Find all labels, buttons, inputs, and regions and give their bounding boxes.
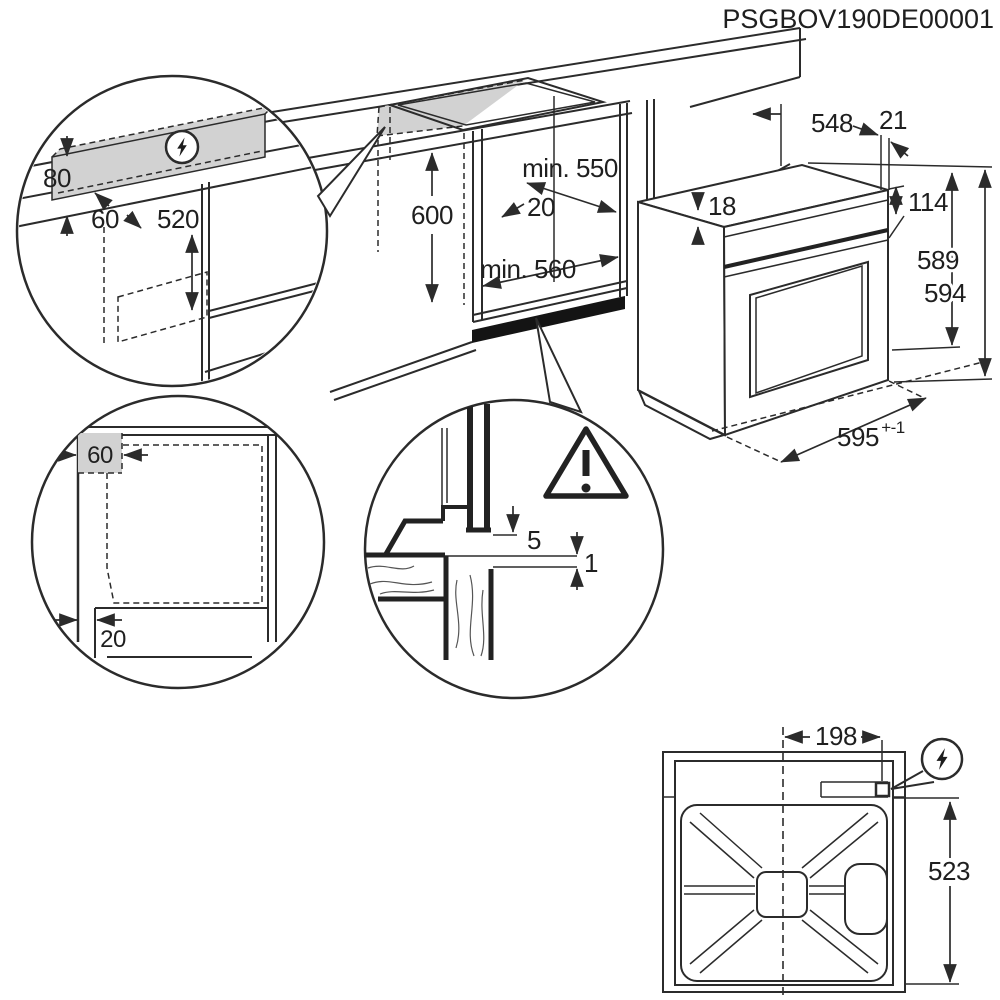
- dim-label-zone-height-above-base: 520: [157, 204, 199, 234]
- dim-label-side-gap: 20: [527, 192, 555, 222]
- detail-side-content: 60 20: [50, 426, 281, 658]
- dim-zone-height-above-base: 520: [157, 204, 199, 311]
- dim-label-total-height: 594: [924, 278, 966, 308]
- dim-label-front-gap: 1: [584, 548, 598, 578]
- dim-label-niche-depth: min. 550: [522, 153, 618, 183]
- dim-corner-zone: 60: [50, 442, 148, 469]
- back-panel-ribs: [684, 812, 879, 974]
- dim-top-gap: 5: [506, 506, 542, 555]
- rear-view-drawing: 198 523: [662, 721, 970, 997]
- drawing-code: PSGBOV190DE00001: [722, 4, 994, 34]
- lightning-icon: [890, 737, 964, 790]
- dim-panel-height: 114: [888, 185, 949, 239]
- back-panel: [680, 804, 888, 982]
- counter-back-edge: [271, 27, 807, 123]
- base-front-edge: [329, 341, 477, 401]
- dim-label-plinth-recess: 20: [100, 626, 126, 653]
- corner-electrical-zone: [78, 433, 122, 473]
- dim-label-connection-offset: 198: [815, 721, 857, 751]
- dim-niche-width: min. 560: [480, 254, 619, 289]
- dim-connection-height: 523: [893, 797, 970, 985]
- dim-niche-depth: min. 550: [522, 153, 618, 213]
- oven-control-panel-line: [723, 239, 889, 278]
- dim-zone-offset: 60: [91, 192, 142, 234]
- dim-front-gap: 1: [570, 532, 599, 590]
- oven-door-window: [749, 260, 869, 399]
- dim-zone-height: 80: [43, 136, 74, 236]
- dim-label-panel-height: 114: [908, 187, 948, 217]
- electrical-zone-area: [377, 80, 525, 136]
- dim-label-rear-gap: 21: [879, 105, 907, 135]
- dim-plinth-recess: 20: [52, 613, 126, 653]
- dim-label-width: 595: [837, 422, 879, 452]
- detail-gap-content: 5 1: [365, 404, 629, 660]
- electrical-zone-top: [52, 106, 273, 157]
- dim-label-zone-offset: 60: [91, 204, 119, 234]
- dim-label-width-tolerance: +-1: [881, 418, 905, 437]
- hob-cutout: [386, 76, 607, 132]
- dim-label-niche-width: min. 560: [480, 254, 576, 284]
- detail-circle-side: [30, 394, 326, 690]
- plinth-vent-strip: [472, 296, 625, 343]
- dim-label-niche-height: 600: [411, 200, 453, 230]
- electrical-zone-front: [52, 114, 265, 200]
- dim-label-body-depth: 548: [811, 108, 853, 138]
- dim-width: 595 +-1: [711, 361, 984, 463]
- dim-label-top-thickness: 18: [708, 191, 736, 221]
- oven-top-trim: [723, 199, 889, 238]
- oven-drawing: 18 548 21 114 589: [636, 104, 993, 463]
- oven-foot: [636, 388, 727, 441]
- connection-point: [874, 781, 891, 798]
- dim-label-body-height: 589: [917, 245, 959, 275]
- oven-front-face: [722, 188, 889, 437]
- oven-control-panel: [723, 228, 889, 269]
- fan-housing: [844, 863, 888, 935]
- lightning-icon: [164, 129, 200, 165]
- warning-triangle-icon: [543, 426, 629, 499]
- dim-label-corner-zone: 60: [87, 442, 113, 469]
- dim-top-thickness: 18: [691, 191, 736, 245]
- dim-side-gap: 20: [501, 192, 555, 222]
- detail-electrical-content: 80 60 520: [19, 105, 325, 384]
- detail-circle-gap: [363, 398, 665, 700]
- dim-rear-gap: 21: [879, 105, 910, 190]
- callout-wedge-electrical: [316, 126, 386, 218]
- oven-door-window-inner: [755, 264, 863, 395]
- dim-body-depth: 548: [752, 104, 879, 166]
- dim-label-zone-height: 80: [43, 163, 71, 193]
- dim-label-top-gap: 5: [527, 525, 541, 555]
- dim-label-connection-height: 523: [928, 856, 970, 886]
- dim-connection-offset: 198: [784, 721, 883, 781]
- callout-wedge-gap: [535, 317, 583, 414]
- wood-grain: [367, 565, 485, 657]
- dim-niche-height: 600: [411, 152, 453, 303]
- dim-heights: 589 594: [807, 162, 993, 383]
